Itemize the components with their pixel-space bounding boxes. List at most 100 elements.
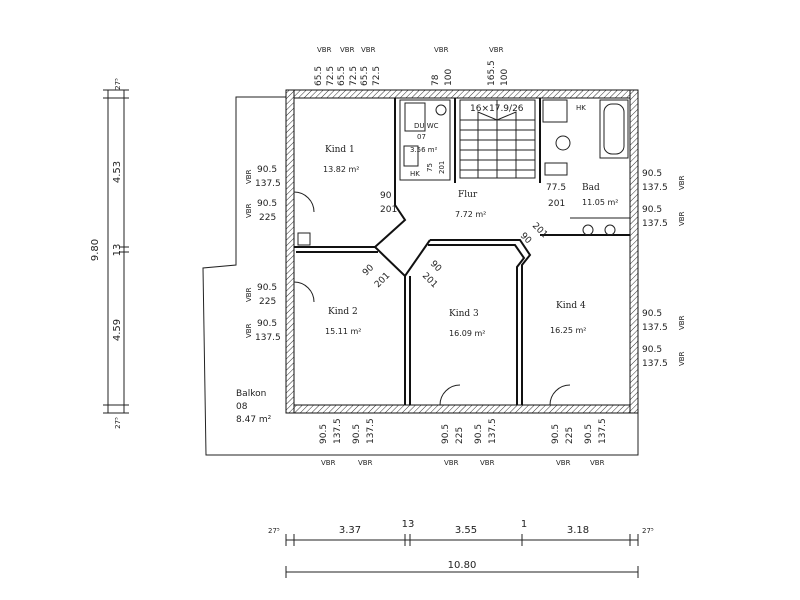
window-dim: 65.5 — [360, 66, 370, 86]
room-wc-name: DU WC — [414, 122, 439, 130]
right-window-dims: 90.5 137.5 90.5 137.5 90.5 137.5 90.5 13… — [642, 169, 686, 369]
left-window-dims: 90.5 137.5 90.5 225 90.5 225 90.5 137.5 … — [245, 165, 281, 343]
bottom-dim-end: 27⁵ — [642, 527, 654, 535]
vbr-label: VBR — [340, 46, 355, 54]
room-kind3-name: Kind 3 — [449, 309, 479, 319]
window-dim: 90.5 — [257, 283, 277, 293]
vbr-label: VBR — [361, 46, 376, 54]
stairs-label: 16×17.9/26 — [470, 104, 524, 114]
doors — [293, 191, 571, 406]
room-kind3-area: 16.09 m² — [449, 329, 485, 338]
door-dim: 90 — [518, 231, 533, 246]
window-dim: 90.5 — [257, 199, 277, 209]
room-flur-name: Flur — [458, 190, 478, 200]
hk-label-wc: HK — [410, 170, 420, 178]
window-dim: 90.5 — [584, 424, 594, 444]
door-dim: 201 — [530, 221, 549, 240]
room-flur-area: 7.72 m² — [455, 210, 486, 219]
bathroom-fixtures — [297, 99, 630, 246]
vbr-label: VBR — [245, 287, 253, 302]
door-dim: 90 — [380, 191, 392, 201]
window-dim: 78 — [431, 74, 441, 86]
vbr-label: VBR — [444, 459, 459, 467]
vbr-label: VBR — [489, 46, 504, 54]
left-dimension-lines: 9.80 4.53 13 4.59 27⁵ 27⁵ — [90, 78, 129, 429]
window-dim: 137.5 — [255, 179, 281, 189]
room-kind1-name: Kind 1 — [325, 145, 355, 155]
door-dim: 201 — [548, 199, 565, 209]
vbr-label: VBR — [317, 46, 332, 54]
door-dim: 75 — [426, 163, 434, 172]
window-dim: 65.5 — [337, 66, 347, 86]
door-dim: 201 — [438, 161, 446, 174]
top-window-dims: VBR VBR VBR VBR VBR 65.5 72.5 65.5 72.5 … — [314, 46, 510, 86]
balcony-outline — [202, 96, 639, 456]
room-labels: Kind 1 13.82 m² Kind 2 15.11 m² Kind 3 1… — [236, 104, 618, 425]
room-kind4-name: Kind 4 — [556, 301, 586, 311]
door-dim: 90 — [361, 263, 376, 278]
vbr-label: VBR — [678, 175, 686, 190]
room-kind1-area: 13.82 m² — [323, 165, 359, 174]
room-wc-area: 3.56 m² — [410, 146, 438, 154]
door-dim: 201 — [373, 271, 392, 290]
window-dim: 137.5 — [642, 323, 668, 333]
room-kind4-area: 16.25 m² — [550, 326, 586, 335]
balkon-name: Balkon — [236, 389, 266, 399]
window-dim: 137.5 — [488, 418, 498, 444]
bottom-dim-s3: 3.18 — [567, 525, 589, 536]
bottom-dim-s1: 3.37 — [339, 525, 361, 536]
window-dim: 100 — [500, 69, 510, 86]
room-bad-name: Bad — [582, 183, 600, 193]
wc-fixtures — [399, 99, 451, 181]
vbr-label: VBR — [245, 169, 253, 184]
window-dim: 100 — [444, 69, 454, 86]
staircase — [459, 99, 536, 179]
bottom-window-dims: 90.5 137.5 90.5 137.5 90.5 225 90.5 137.… — [319, 418, 608, 467]
vbr-label: VBR — [590, 459, 605, 467]
window-dim: 137.5 — [366, 418, 376, 444]
window-dim: 90.5 — [474, 424, 484, 444]
outer-walls — [285, 89, 639, 414]
balkon-number: 08 — [236, 402, 248, 412]
window-dim: 225 — [565, 427, 575, 444]
window-dim: 137.5 — [255, 333, 281, 343]
room-kind2-area: 15.11 m² — [325, 327, 361, 336]
window-dim: 90.5 — [642, 309, 662, 319]
room-kind2-name: Kind 2 — [328, 307, 358, 317]
left-dim-upper: 4.53 — [112, 161, 123, 183]
vbr-label: VBR — [358, 459, 373, 467]
vbr-label: VBR — [556, 459, 571, 467]
interior-walls — [294, 98, 630, 405]
window-dim: 90.5 — [642, 169, 662, 179]
window-dim: 137.5 — [642, 359, 668, 369]
window-dim: 90.5 — [441, 424, 451, 444]
bottom-dim-w1: 13 — [402, 519, 415, 530]
window-dim: 65.5 — [314, 66, 324, 86]
left-dim-wall: 13 — [112, 244, 123, 257]
left-dim-end: 27⁵ — [114, 417, 122, 429]
room-bad-area: 11.05 m² — [582, 198, 618, 207]
left-dim-total: 9.80 — [90, 239, 101, 261]
bottom-dim-total: 10.80 — [448, 560, 477, 571]
balkon-area: 8.47 m² — [236, 415, 272, 425]
bottom-dim-s2: 3.55 — [455, 525, 477, 536]
window-dim: 90.5 — [257, 165, 277, 175]
vbr-label: VBR — [434, 46, 449, 54]
window-dim: 137.5 — [333, 418, 343, 444]
door-dim: 201 — [380, 205, 397, 215]
door-dimensions: 90 201 77.5 201 90 201 90 201 90 201 75 … — [361, 161, 566, 291]
left-dim-lower: 4.59 — [112, 319, 123, 341]
window-dim: 90.5 — [642, 345, 662, 355]
window-dim: 165.5 — [487, 60, 497, 86]
window-dim: 225 — [455, 427, 465, 444]
door-dim: 90 — [428, 259, 443, 274]
vbr-label: VBR — [678, 315, 686, 330]
vbr-label: VBR — [245, 323, 253, 338]
vbr-label: VBR — [480, 459, 495, 467]
window-dim: 137.5 — [598, 418, 608, 444]
left-dim-end: 27⁵ — [114, 78, 122, 90]
bottom-dim-w2: 1 — [521, 519, 527, 530]
bottom-dim-end: 27⁵ — [268, 527, 280, 535]
door-dim: 77.5 — [546, 183, 566, 193]
